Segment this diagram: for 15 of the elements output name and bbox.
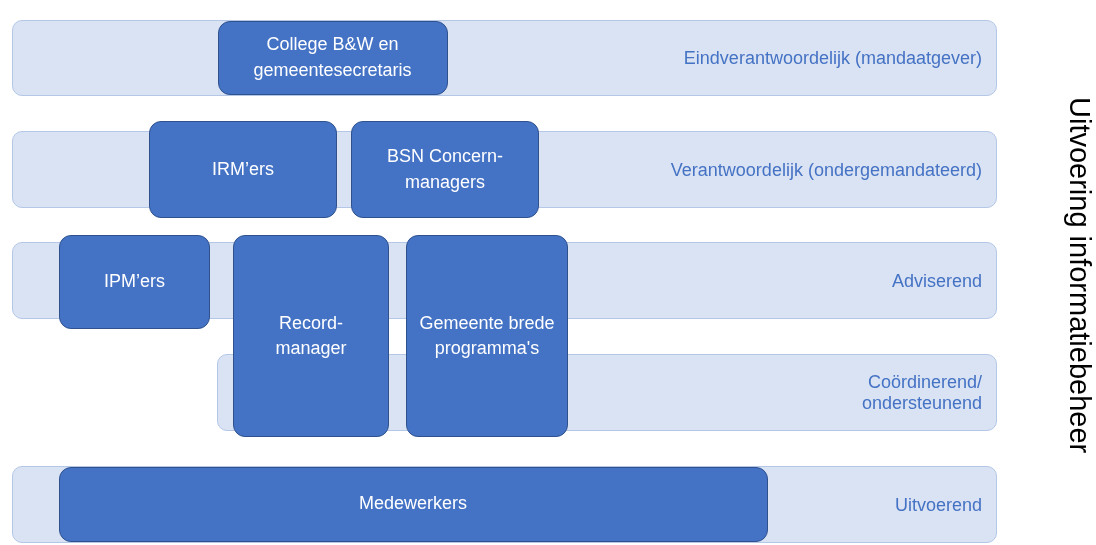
role-box: Record-manager: [233, 235, 389, 437]
level-band: [12, 466, 997, 543]
role-box: IPM’ers: [59, 235, 210, 329]
role-box: IRM’ers: [149, 121, 337, 218]
level-label: Coördinerend/ ondersteunend: [860, 371, 982, 414]
role-box: BSN Concern-managers: [351, 121, 539, 218]
level-label: Uitvoerend: [894, 494, 982, 515]
level-label: Eindverantwoordelijk (mandaatgever): [683, 47, 982, 69]
level-band: [12, 20, 997, 96]
role-box: Gemeente brede programma's: [406, 235, 568, 437]
level-label: Verantwoordelijk (ondergemandateerd): [670, 159, 982, 180]
level-label: Adviserend: [891, 270, 982, 291]
role-box: Medewerkers: [58, 466, 768, 542]
side-title: Uitvoering informatiebeheer: [1063, 95, 1096, 456]
role-box: College B&W en gemeentesecretaris: [217, 20, 448, 95]
